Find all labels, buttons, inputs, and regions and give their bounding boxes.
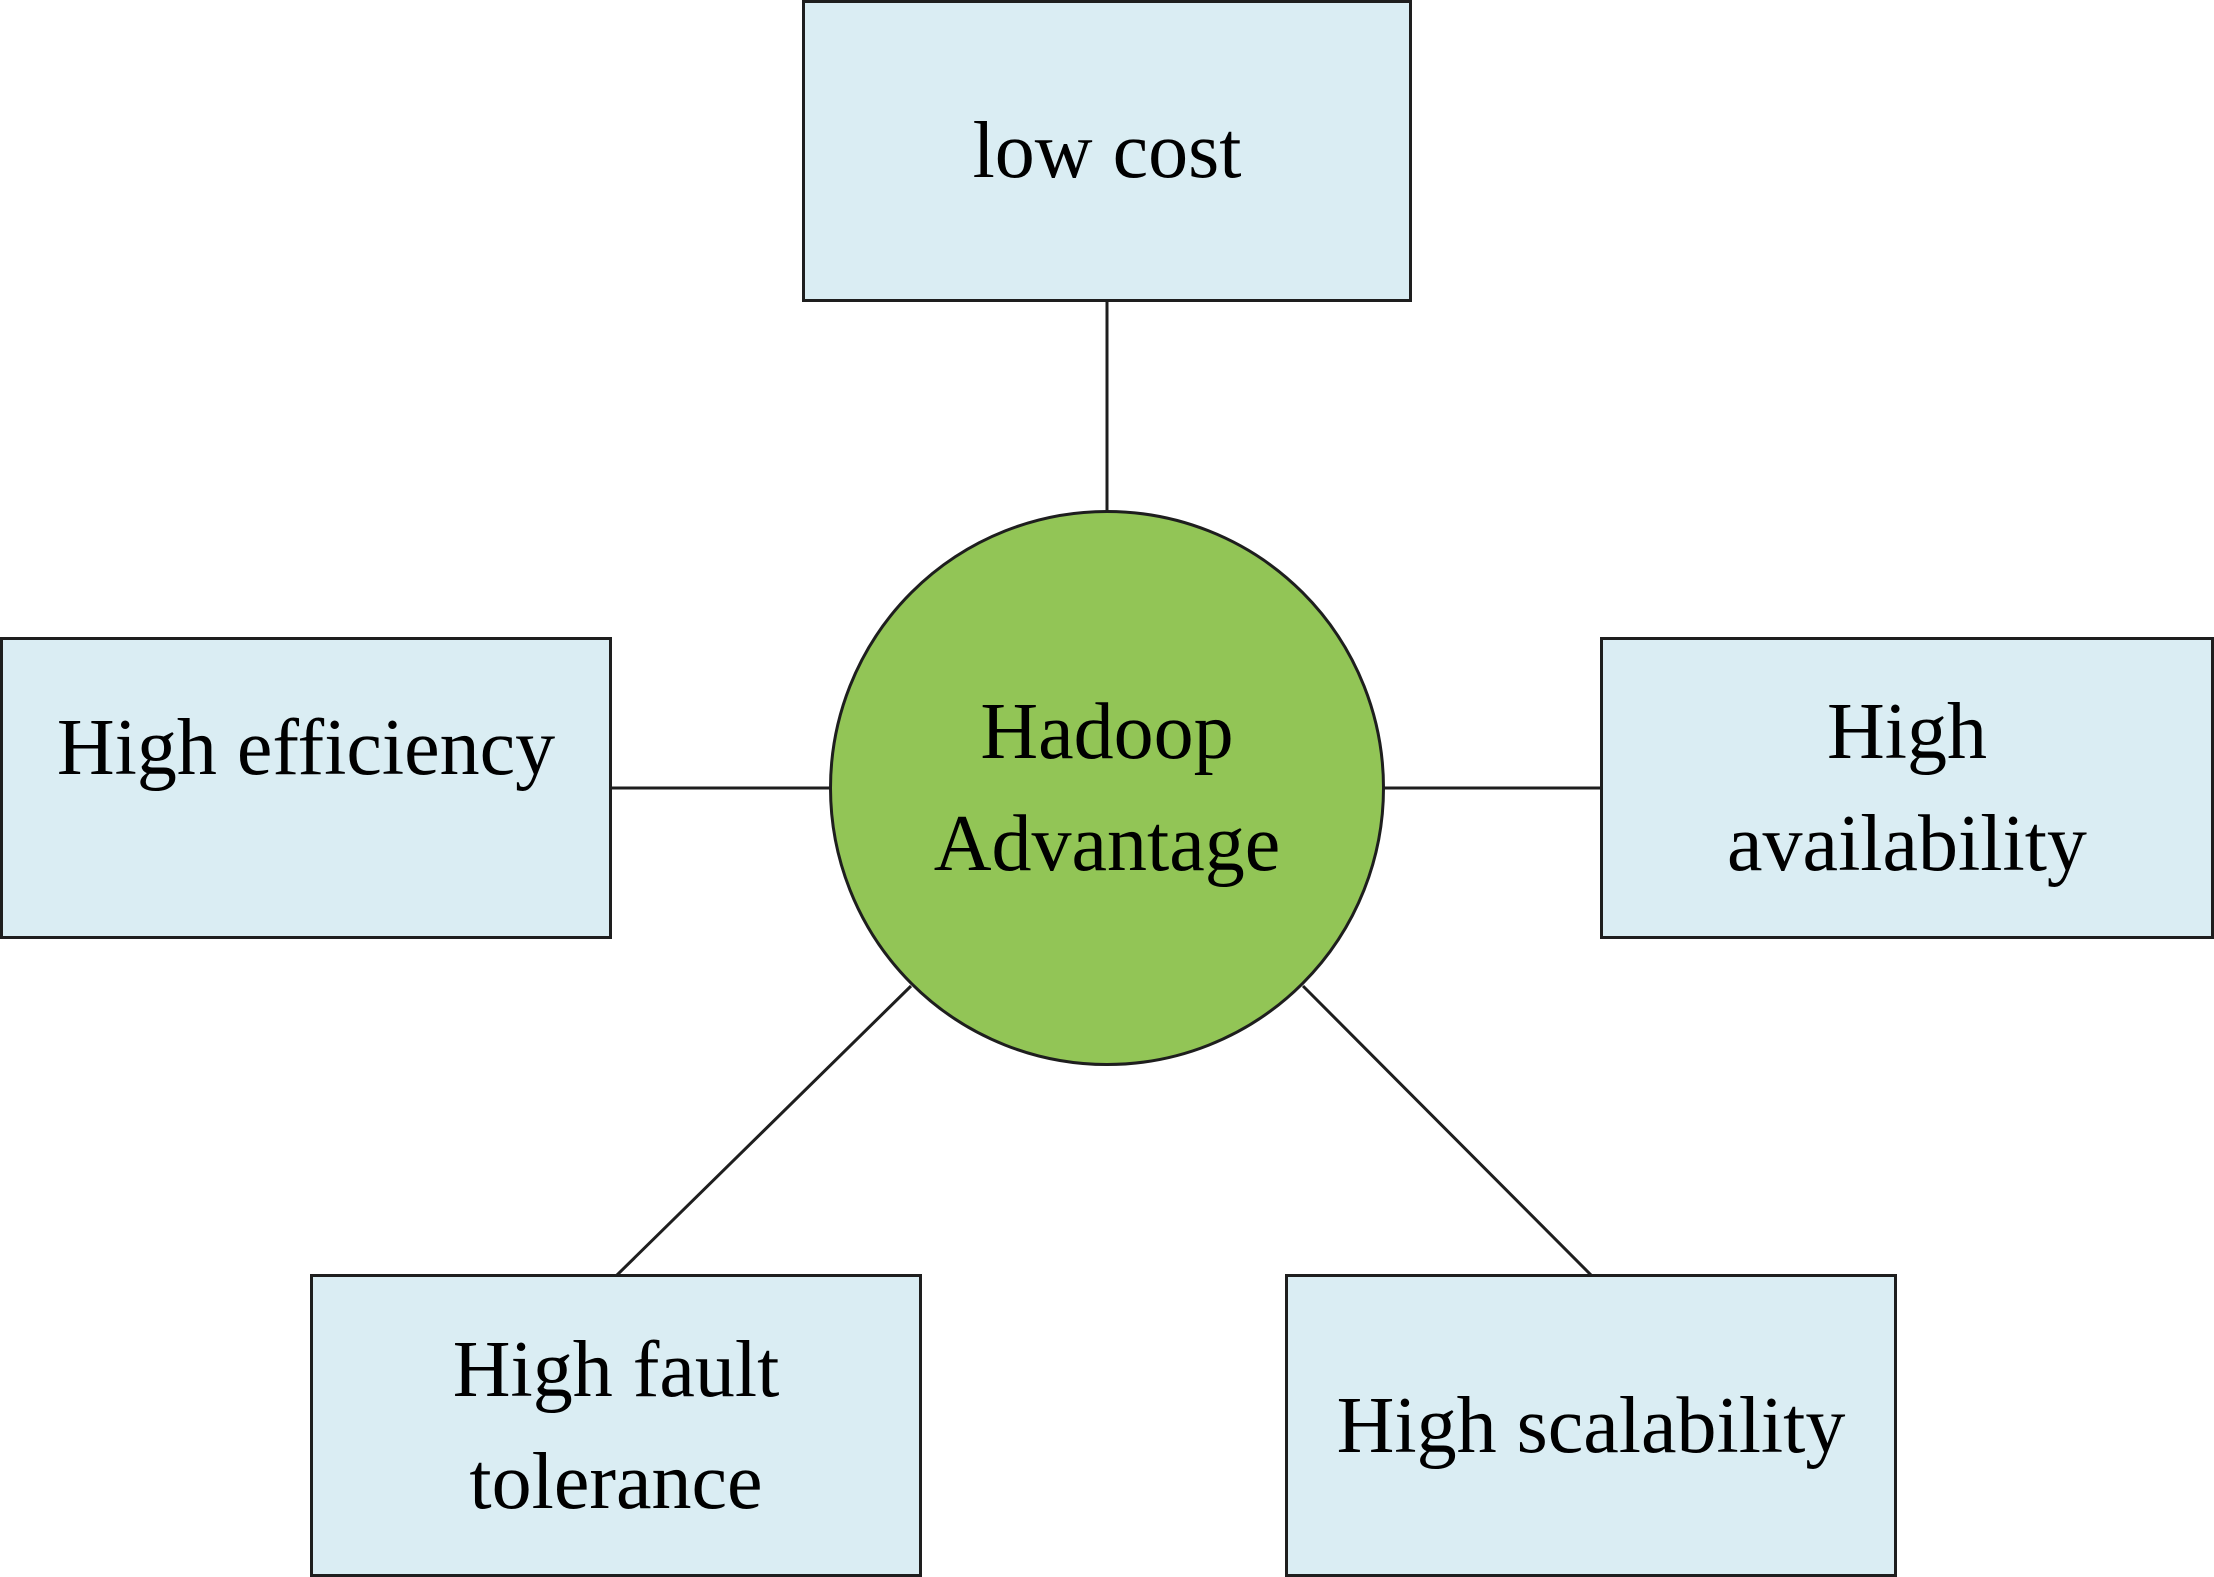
hadoop-advantage-circle: Hadoop Advantage [829,510,1385,1066]
connector-bottom-right [1301,984,1594,1278]
advantage-box-high-scalability: High scalability [1285,1274,1897,1577]
advantage-box-low-cost: low cost [802,0,1412,302]
advantage-box-high-fault-tolerance: High fault tolerance [310,1274,922,1577]
advantage-box-high-availability: High availability [1600,637,2214,939]
advantage-box-high-efficiency: High efficiency [0,637,612,939]
connector-bottom-left [614,984,913,1278]
